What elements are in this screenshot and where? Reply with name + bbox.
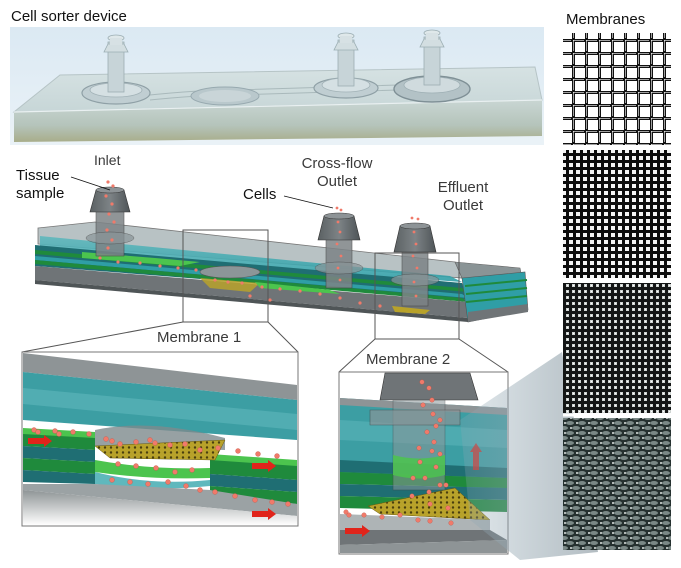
crossflow-outlet-label-line2: Outlet	[316, 173, 358, 190]
membrane-micrograph-3	[563, 283, 671, 413]
photo-port-inlet	[81, 34, 151, 105]
cells-trail	[98, 256, 382, 308]
device-schematic	[21, 176, 529, 373]
flow-arrow-icon	[252, 508, 276, 520]
membrane2-cells	[343, 379, 454, 526]
flow-arrow-icon	[28, 435, 52, 447]
effluent-outlet-label-line2: Outlet	[442, 197, 484, 214]
membrane1-callout-box	[182, 229, 269, 323]
cells-label: Cells	[243, 186, 277, 203]
tissue-sample-label-line1: Tissue	[16, 167, 60, 184]
tissue-sample-label-line2: sample	[16, 185, 65, 202]
membrane-micrograph-4	[563, 418, 671, 550]
membrane2-label: Membrane 2	[366, 351, 451, 368]
crossflow-outlet-port	[314, 206, 364, 289]
device-photo	[10, 27, 544, 145]
membrane1-cells	[31, 427, 291, 507]
effluent-outlet-label-line1: Effluent	[437, 179, 489, 196]
membrane-micrograph-2	[563, 150, 671, 278]
photo-port-crossflow	[313, 32, 379, 99]
inlet-label: Inlet	[94, 152, 121, 168]
cells-leader	[283, 195, 334, 209]
membrane-micrograph-1	[563, 33, 671, 145]
membrane2-callout-box	[374, 252, 460, 340]
membrane-micrographs	[563, 33, 671, 550]
tissue-sample-leader	[70, 176, 111, 191]
effluent-outlet-port	[390, 216, 440, 307]
flow-arrow-icon	[345, 525, 370, 537]
membrane1-zoom-panel	[21, 351, 299, 527]
photo-title: Cell sorter device	[11, 8, 127, 25]
membrane1-label: Membrane 1	[157, 329, 242, 346]
flow-arrow-icon	[252, 460, 276, 472]
membranes-title: Membranes	[566, 11, 646, 28]
crossflow-outlet-label-line1: Cross-flow	[301, 155, 373, 172]
photo-port-effluent	[393, 29, 471, 103]
